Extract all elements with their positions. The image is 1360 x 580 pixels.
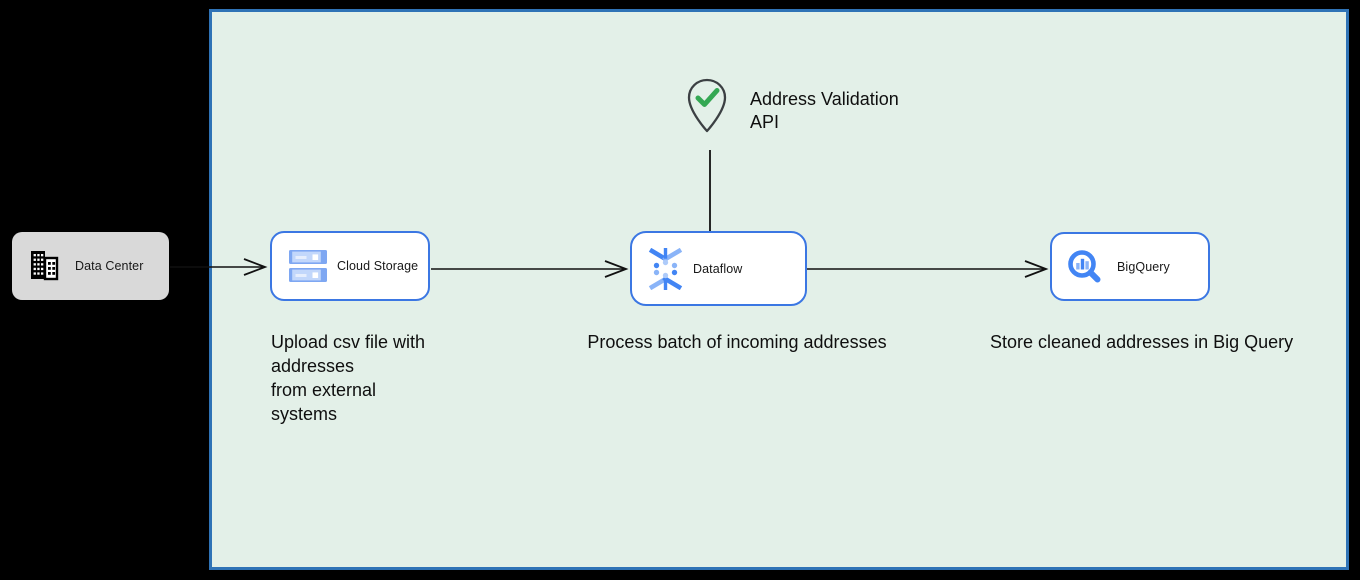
- bigquery-icon: [1068, 250, 1101, 283]
- node-data-center: Data Center: [12, 232, 169, 300]
- cloud-storage-icon: [289, 249, 327, 282]
- dataflow-icon: [648, 247, 683, 290]
- caption-upload-csv: Upload csv file with addresses from exte…: [271, 332, 426, 424]
- caption-process-batch: Process batch of incoming addresses: [587, 332, 887, 352]
- node-cloud-storage-label: Cloud Storage: [337, 259, 419, 273]
- node-dataflow-label: Dataflow: [693, 261, 743, 276]
- node-data-center-label: Data Center: [75, 259, 144, 273]
- data-center-icon: [31, 251, 59, 281]
- map-pin-check-icon: [687, 78, 727, 133]
- node-dataflow: Dataflow: [630, 231, 807, 306]
- address-validation-api-label: Address Validation API: [750, 89, 899, 132]
- address-validation-pin: [685, 78, 729, 134]
- node-cloud-storage: Cloud Storage: [270, 231, 430, 301]
- node-bigquery-label: BigQuery: [1117, 259, 1170, 274]
- caption-store-cleaned: Store cleaned addresses in Big Query: [990, 332, 1294, 352]
- node-bigquery: BigQuery: [1050, 232, 1210, 301]
